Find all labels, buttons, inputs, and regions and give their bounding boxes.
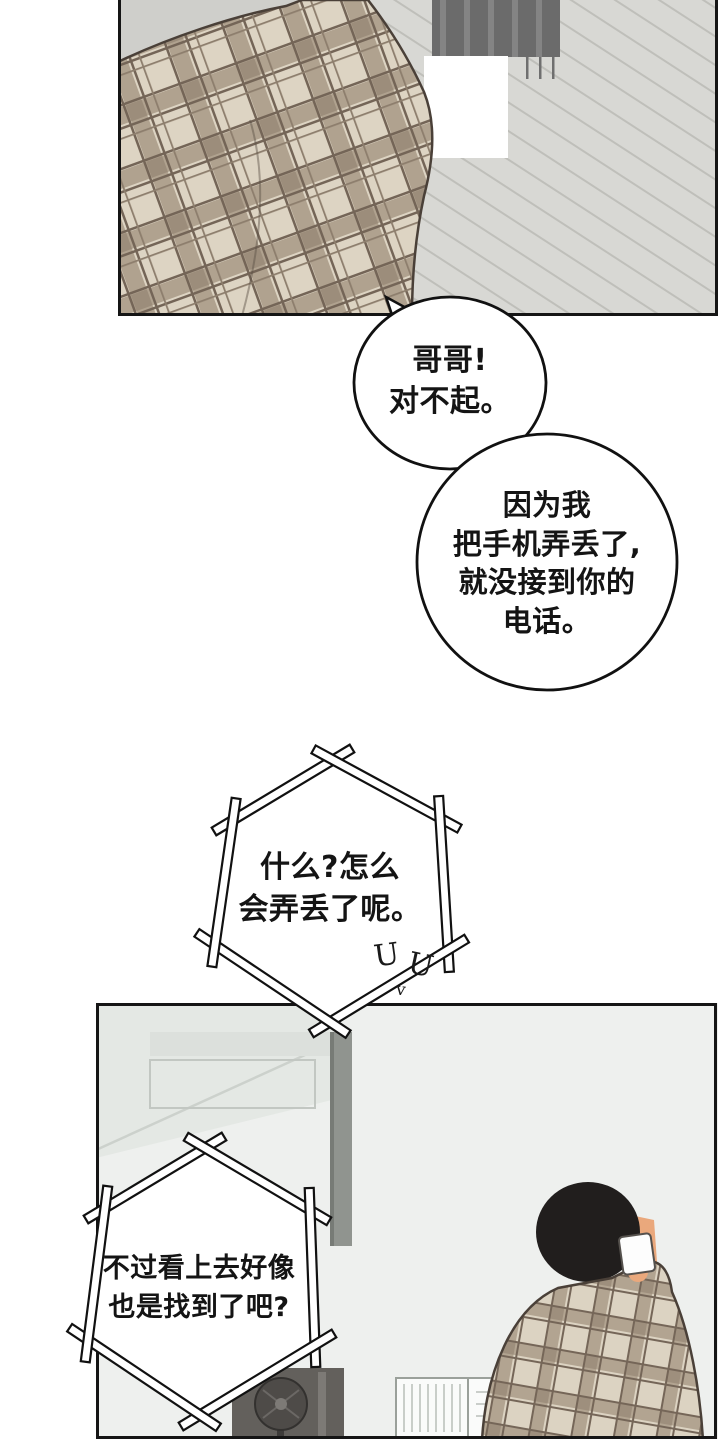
- hex-bubble-observe: [65, 1131, 338, 1433]
- speech-bubble-small: [352, 294, 548, 471]
- bubble-line: 会弄丢了呢。: [238, 892, 422, 927]
- speech-bubble-large-text: 因为我 把手机弄丢了, 就没接到你的 电话。: [424, 486, 670, 640]
- plaid-shirt: [118, 0, 434, 316]
- panel-top-art: [118, 0, 718, 316]
- speech-bubble-large: [415, 432, 679, 692]
- bubble-line: 就没接到你的: [458, 565, 636, 600]
- bubble-line: 哥哥!: [412, 343, 488, 378]
- character-man: [480, 1182, 705, 1439]
- hex-bubble-observe-text: 不过看上去好像 也是找到了吧?: [70, 1249, 328, 1327]
- standing-fan: [254, 1377, 308, 1439]
- wall-edge-line: [96, 1038, 339, 1152]
- cup: [618, 1232, 656, 1276]
- bubble-line: 什么?怎么: [260, 850, 400, 885]
- tremble-mark: U: [371, 936, 402, 975]
- tremble-mark: v: [394, 979, 407, 1001]
- hex-bubble-shock: [192, 743, 471, 1040]
- hex-bubble-shock-text: 什么?怎么 会弄丢了呢。: [212, 847, 448, 931]
- wall-strip: [330, 1032, 352, 1246]
- speech-bubble-small-text: 哥哥! 对不起。: [355, 341, 545, 422]
- shelf: [149, 1032, 330, 1109]
- character-back: [118, 0, 434, 316]
- bubble-line: 因为我: [502, 488, 592, 522]
- bubble-line: 不过看上去好像: [102, 1253, 296, 1284]
- bubble-line: 电话。: [502, 603, 592, 638]
- bubble-line: 对不起。: [389, 383, 511, 419]
- wall-poster: [424, 56, 508, 158]
- bubble-line: 也是找到了吧?: [108, 1292, 290, 1324]
- shirt-fold-line: [241, 119, 262, 316]
- panel-bottom-border: [96, 1003, 717, 1439]
- man-hair: [536, 1182, 640, 1282]
- bubble-line: 把手机弄丢了,: [452, 526, 642, 561]
- background-structure: [432, 0, 560, 79]
